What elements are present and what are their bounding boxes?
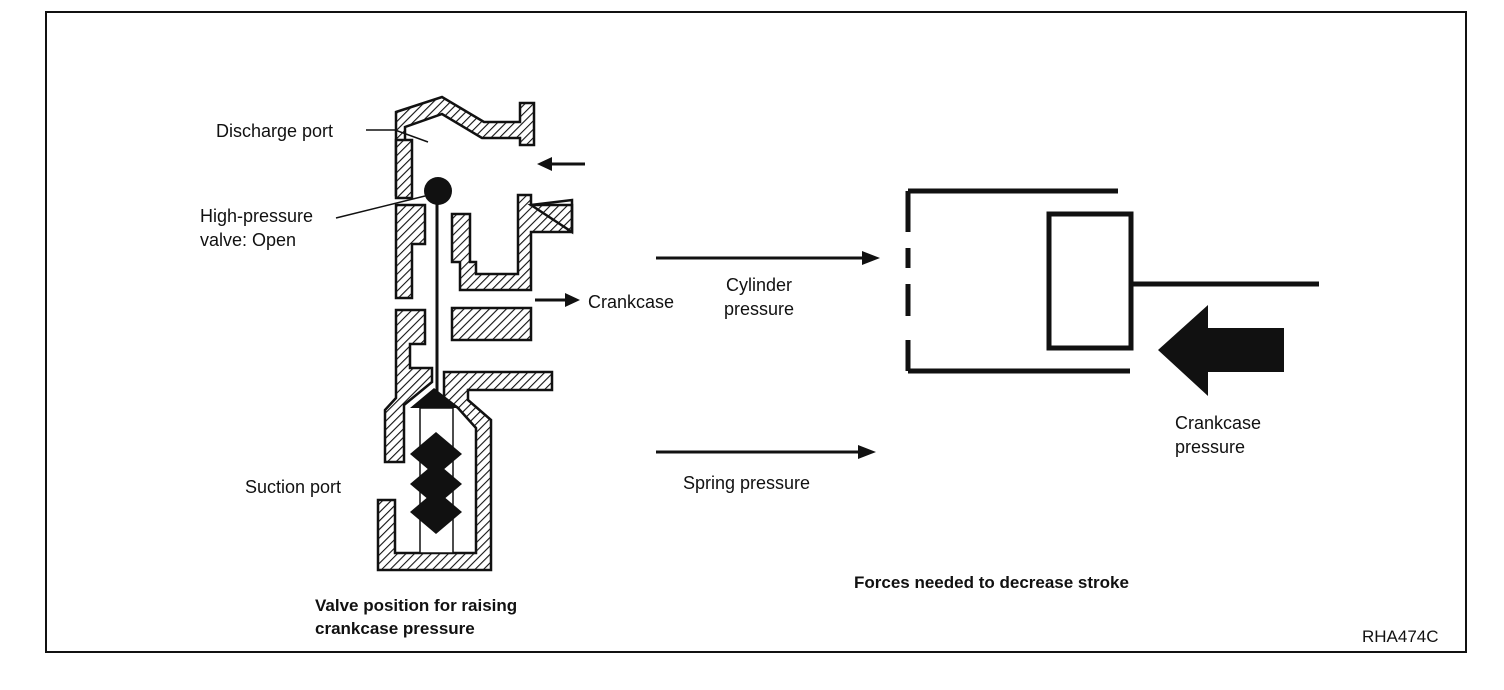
discharge-port-leader	[366, 129, 429, 143]
label-crankcase: Crankcase	[588, 292, 675, 312]
crankcase-outflow-arrow	[535, 293, 580, 307]
caption-left-line1: Valve position for raising	[315, 596, 518, 615]
inflow-arrow	[537, 157, 585, 171]
label-suction-port: Suction port	[245, 477, 342, 497]
bellows	[410, 407, 462, 554]
label-cylinder-pressure-line1: Cylinder	[726, 275, 793, 295]
label-hp-valve-line2: valve: Open	[200, 230, 297, 250]
caption-right: Forces needed to decrease stroke	[854, 573, 1129, 592]
label-spring-pressure: Spring pressure	[683, 473, 811, 493]
figure-border	[45, 11, 1467, 653]
cylinder	[905, 188, 1130, 374]
label-cylinder-pressure-line2: pressure	[724, 299, 795, 319]
label-crankcase-pressure-line1: Crankcase	[1175, 413, 1262, 433]
valve-body	[376, 95, 574, 572]
bellows-cone	[410, 388, 460, 408]
figure-code: RHA474C	[1362, 627, 1439, 646]
label-hp-valve-line1: High-pressure	[200, 206, 314, 226]
label-crankcase-pressure-line2: pressure	[1175, 437, 1246, 457]
spring-pressure-arrow	[656, 445, 876, 459]
crankcase-pressure-arrow	[1158, 305, 1284, 396]
cylinder-pressure-arrow	[656, 251, 880, 265]
caption-left-line2: crankcase pressure	[315, 619, 475, 638]
label-discharge-port: Discharge port	[216, 121, 334, 141]
high-pressure-ball	[424, 177, 452, 205]
hp-valve-leader	[335, 195, 426, 219]
piston	[1046, 211, 1134, 351]
